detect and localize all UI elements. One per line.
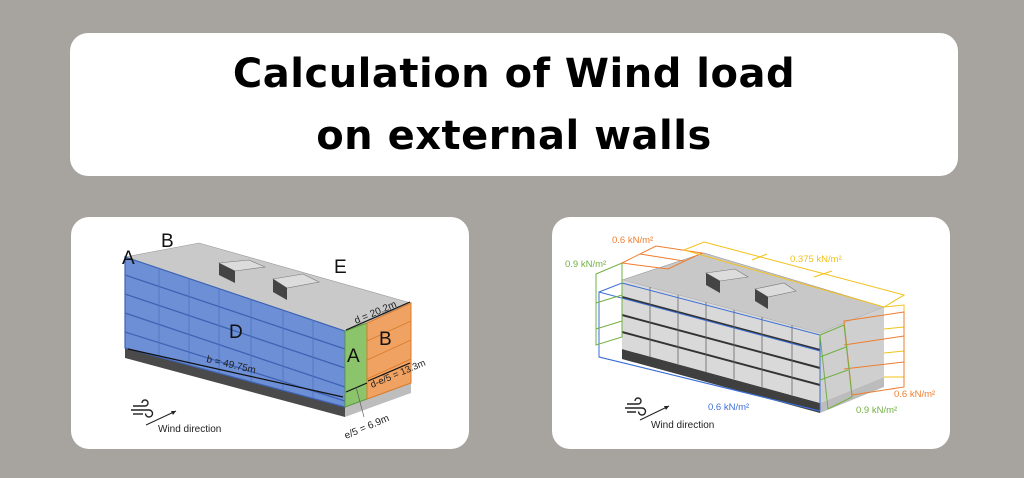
wind-arrow <box>145 410 177 426</box>
zone-diagram-panel: A B E D A B d = 20.2m b = 49.75m d-e/5 =… <box>71 217 469 449</box>
d-e5-dimension-line <box>367 362 411 382</box>
label-a-side: A <box>347 346 360 367</box>
label-e: E <box>334 257 347 278</box>
e5-dimension-line <box>345 382 368 393</box>
side-facade <box>820 307 884 403</box>
column-lines <box>158 268 314 398</box>
load-label-roof-yellow: 0.375 kN/m² <box>790 254 842 265</box>
zone-b-floor-lines <box>366 320 412 380</box>
wind-arrow <box>639 405 670 421</box>
title-line-2: on external walls <box>316 112 712 159</box>
e5-leader <box>355 386 365 418</box>
rooftop-unit-2 <box>272 273 320 289</box>
building-load-diagram: 0.6 kN/m² 0.9 kN/m² 0.375 kN/m² 0.6 kN/m… <box>565 235 935 431</box>
load-label-side-orange: 0.6 kN/m² <box>894 389 935 400</box>
title-card: Calculation of Wind load on external wal… <box>70 33 958 176</box>
dimension-e5: e/5 = 6.9m <box>343 413 391 442</box>
b-dimension-line <box>127 348 344 398</box>
load-label-top-green: 0.9 kN/m² <box>565 259 606 270</box>
yellow-roof-load-box <box>682 241 906 378</box>
column-lines <box>649 287 793 395</box>
zone-b-face <box>366 302 412 400</box>
plinth-front <box>622 349 820 413</box>
slab-lines <box>621 296 821 386</box>
wind-icon <box>625 397 647 416</box>
rooftop-unit-1 <box>217 259 267 272</box>
load-label-side-green: 0.9 kN/m² <box>856 405 897 416</box>
label-b-side: B <box>379 329 392 350</box>
plinth-front <box>125 348 345 417</box>
rooftop-unit-1-side <box>219 263 235 283</box>
load-diagram-panel: 0.6 kN/m² 0.9 kN/m² 0.375 kN/m² 0.6 kN/m… <box>552 217 950 449</box>
label-d: D <box>229 322 243 343</box>
wind-direction-label: Wind direction <box>651 420 714 431</box>
orange-load-box-top <box>620 245 704 270</box>
wind-direction-label: Wind direction <box>158 424 221 435</box>
wind-arrow-head <box>664 406 669 410</box>
rooftop-unit-2 <box>754 282 797 298</box>
wind-arrow-head <box>171 411 176 415</box>
blue-load-box <box>598 282 821 412</box>
green-load-box-side <box>819 324 853 410</box>
green-load-box-left <box>595 262 623 346</box>
load-label-front-blue: 0.6 kN/m² <box>708 402 749 413</box>
d-dimension-line <box>345 301 411 331</box>
building-zone-diagram: A B E D A B d = 20.2m b = 49.75m d-e/5 =… <box>122 231 427 442</box>
title-line-1: Calculation of Wind load <box>232 50 796 97</box>
rooftop-unit-2-side <box>755 289 768 309</box>
rooftop-unit-2-side <box>273 279 287 300</box>
load-label-top-orange: 0.6 kN/m² <box>612 235 653 246</box>
label-b-top: B <box>161 231 174 252</box>
rooftop-unit-1-side <box>706 273 720 293</box>
label-a-top: A <box>122 248 135 269</box>
wind-icon <box>131 399 154 418</box>
